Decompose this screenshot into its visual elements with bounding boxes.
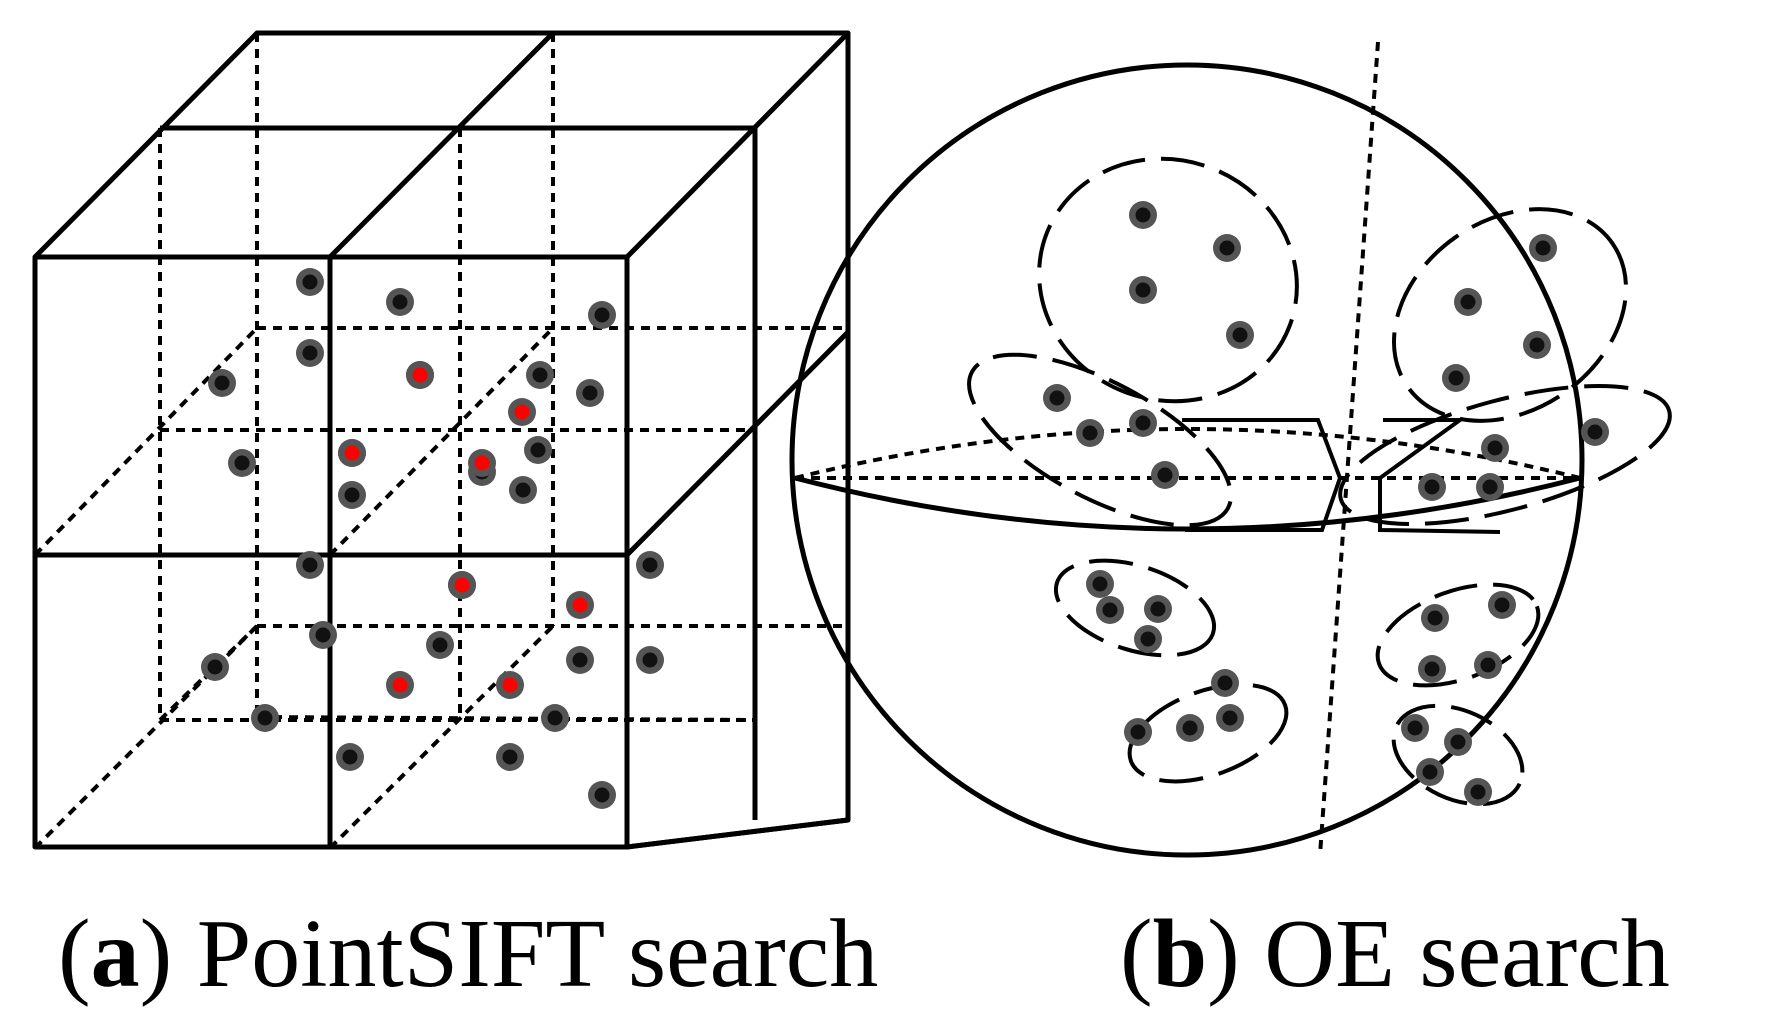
cube-point	[526, 361, 554, 389]
sphere-points	[1043, 201, 1609, 806]
cube-point-highlighted	[496, 671, 524, 699]
cube-point	[251, 704, 279, 732]
cube-point	[541, 704, 569, 732]
cube-point-highlighted	[386, 671, 414, 699]
sphere-point	[1176, 714, 1204, 742]
caption-b-letter: b	[1152, 900, 1208, 1008]
oe-sphere	[789, 41, 1672, 858]
cube-point	[338, 481, 366, 509]
cube-point	[636, 646, 664, 674]
cube-point	[309, 621, 337, 649]
cube-point	[296, 551, 324, 579]
sphere-point	[1151, 461, 1179, 489]
cube-point-highlighted	[508, 398, 536, 426]
sphere-point	[1124, 718, 1152, 746]
cube-point-highlighted	[406, 361, 434, 389]
cube-point	[588, 301, 616, 329]
sphere-point	[1213, 234, 1241, 262]
cube-point	[386, 288, 414, 316]
sphere-point	[1043, 384, 1071, 412]
cube-point	[496, 743, 524, 771]
sphere-outline	[789, 62, 1585, 858]
cube-point	[636, 551, 664, 579]
sphere-point	[1421, 604, 1449, 632]
sphere-point	[1134, 625, 1162, 653]
sphere-point	[1481, 434, 1509, 462]
caption-b-close: )	[1207, 900, 1240, 1008]
cube-point	[509, 476, 537, 504]
cube-point-highlighted	[468, 449, 496, 477]
sphere-point	[1418, 655, 1446, 683]
cube-visible-edges	[32, 30, 851, 850]
sphere-point	[1211, 669, 1239, 697]
sphere-point	[1474, 651, 1502, 679]
sphere-point	[1129, 409, 1157, 437]
cube-point	[228, 449, 256, 477]
sphere-point	[1581, 418, 1609, 446]
cube-point-highlighted	[338, 439, 366, 467]
caption-b-text: OE search	[1239, 900, 1670, 1008]
sphere-point	[1444, 728, 1472, 756]
sphere-point	[1129, 276, 1157, 304]
cube-point	[296, 268, 324, 296]
caption-a-open: (	[58, 900, 91, 1008]
cube-point-highlighted	[566, 591, 594, 619]
caption-b-open: (	[1120, 900, 1153, 1008]
sphere-point	[1144, 595, 1172, 623]
caption-a-close: )	[139, 900, 173, 1008]
cube-point-highlighted	[448, 571, 476, 599]
sphere-point	[1418, 473, 1446, 501]
sphere-point	[1076, 419, 1104, 447]
cube-point	[566, 646, 594, 674]
cube-point	[426, 631, 454, 659]
cube-point	[588, 781, 616, 809]
vertical-axis	[1318, 41, 1380, 856]
caption-a-text: PointSIFT search	[172, 900, 879, 1008]
sphere-point	[1488, 591, 1516, 619]
sphere-point	[1129, 201, 1157, 229]
cube-point	[336, 743, 364, 771]
cube-points	[201, 268, 664, 809]
caption-pointsift: (a) PointSIFT search	[58, 905, 878, 1003]
cube-point	[296, 339, 324, 367]
caption-a-letter: a	[90, 900, 140, 1008]
sphere-point	[1523, 331, 1551, 359]
sphere-point	[1476, 473, 1504, 501]
sphere-point	[1096, 596, 1124, 624]
sphere-point	[1454, 288, 1482, 316]
octant-cut-left	[1182, 418, 1343, 532]
sphere-point	[1216, 704, 1244, 732]
sphere-point	[1529, 234, 1557, 262]
cube-point	[524, 436, 552, 464]
sphere-point	[1442, 364, 1470, 392]
cluster-ellipses	[967, 156, 1672, 807]
caption-oe: (b) OE search	[1120, 905, 1670, 1003]
equator-back	[794, 427, 1581, 480]
cube-point	[208, 369, 236, 397]
cube-point	[201, 653, 229, 681]
sphere-point	[1416, 758, 1444, 786]
sphere-point	[1464, 778, 1492, 806]
cube-point	[576, 379, 604, 407]
pointsift-cube	[32, 30, 851, 850]
sphere-point	[1226, 321, 1254, 349]
sphere-point	[1086, 570, 1114, 598]
sphere-point	[1401, 714, 1429, 742]
